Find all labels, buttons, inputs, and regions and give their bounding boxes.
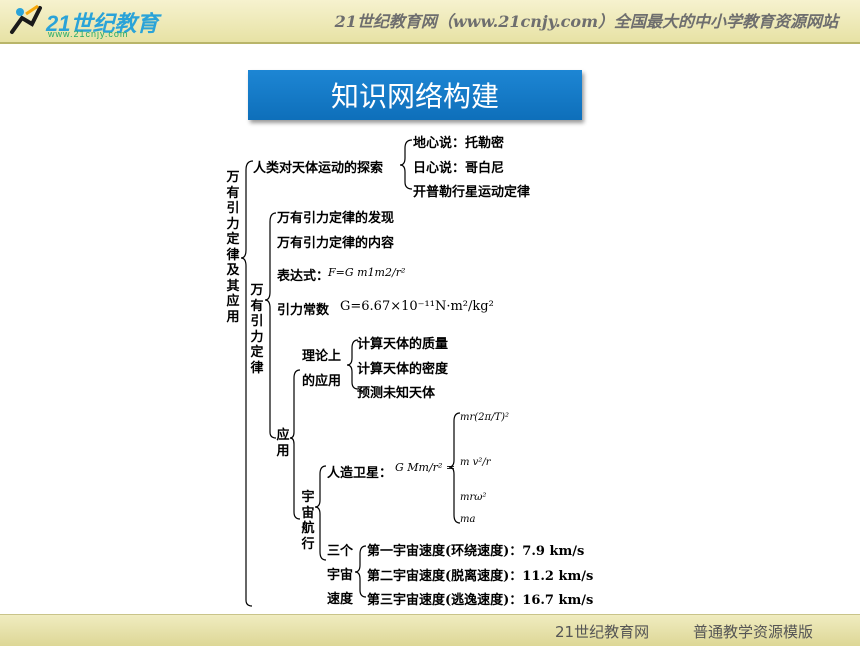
theory-item: 计算天体的密度 xyxy=(357,362,449,377)
expression-formula: F=G m1m2/r² xyxy=(328,266,406,279)
application-brace xyxy=(289,369,301,520)
theory-item: 预测未知天体 xyxy=(357,386,436,401)
speed-item: 第三宇宙速度(逃逸速度)：16.7 km/s xyxy=(367,593,594,608)
satellite-case: mr(2π/T)² xyxy=(460,412,510,423)
law-label: 万有引力定律 xyxy=(250,283,264,376)
satellite-case: ma xyxy=(460,514,476,525)
logo-text: 21世纪教育 xyxy=(46,11,159,36)
satellite-case: m v²/r xyxy=(460,457,491,468)
law-content: 万有引力定律的内容 xyxy=(277,236,395,251)
footer-template: 普通教学资源模版 xyxy=(693,623,814,641)
speeds-label: 三个宇宙速度 xyxy=(327,544,354,607)
theory-item: 计算天体的质量 xyxy=(357,337,449,352)
explore-item: 日心说：哥白尼 xyxy=(413,161,505,176)
footer-bar: 21世纪教育网 普通教学资源模版 xyxy=(0,614,860,646)
header-bar: 21世纪教育 www.21cnjy.com 21世纪教育网（www.21cnjy… xyxy=(0,0,860,44)
application-label: 应用 xyxy=(276,428,290,459)
root-brace xyxy=(240,160,254,607)
explore-label: 人类对天体运动的探索 xyxy=(253,161,384,176)
explore-item: 开普勒行星运动定律 xyxy=(413,185,531,200)
space-label: 宇宙航行 xyxy=(301,490,315,552)
speeds-brace xyxy=(354,545,367,598)
theory-label: 理论上的应用 xyxy=(302,349,342,389)
satellite-brace xyxy=(448,412,461,524)
logo-url: www.21cnjy.com xyxy=(48,29,129,39)
speed-item: 第一宇宙速度(环绕速度)：7.9 km/s xyxy=(367,544,585,559)
page-title: 知识网络构建 xyxy=(248,70,582,120)
footer-site[interactable]: 21世纪教育网 xyxy=(555,623,650,641)
explore-brace xyxy=(399,139,413,190)
constant-value: G=6.67×10⁻¹¹N·m²/kg² xyxy=(340,299,494,314)
satellite-label: 人造卫星： xyxy=(327,466,393,481)
law-brace xyxy=(264,212,277,439)
site-logo[interactable]: 21世纪教育 www.21cnjy.com xyxy=(8,2,188,40)
root-label: 万有引力定律及其应用 xyxy=(226,170,240,325)
satellite-case: mrω² xyxy=(460,492,487,503)
law-discovery: 万有引力定律的发现 xyxy=(277,211,395,226)
constant-label: 引力常数 xyxy=(277,303,330,318)
speed-item: 第二宇宙速度(脱离速度)：11.2 km/s xyxy=(367,569,594,584)
space-brace xyxy=(314,465,327,561)
expression-label: 表达式： xyxy=(277,269,330,284)
satellite-formula: G Mm/r² = xyxy=(395,461,456,474)
site-title: 21世纪教育网（www.21cnjy.com）全国最大的中小学教育资源网站 xyxy=(334,12,838,31)
explore-item: 地心说：托勒密 xyxy=(413,136,505,151)
theory-brace xyxy=(346,339,359,390)
runner-icon xyxy=(10,4,42,34)
